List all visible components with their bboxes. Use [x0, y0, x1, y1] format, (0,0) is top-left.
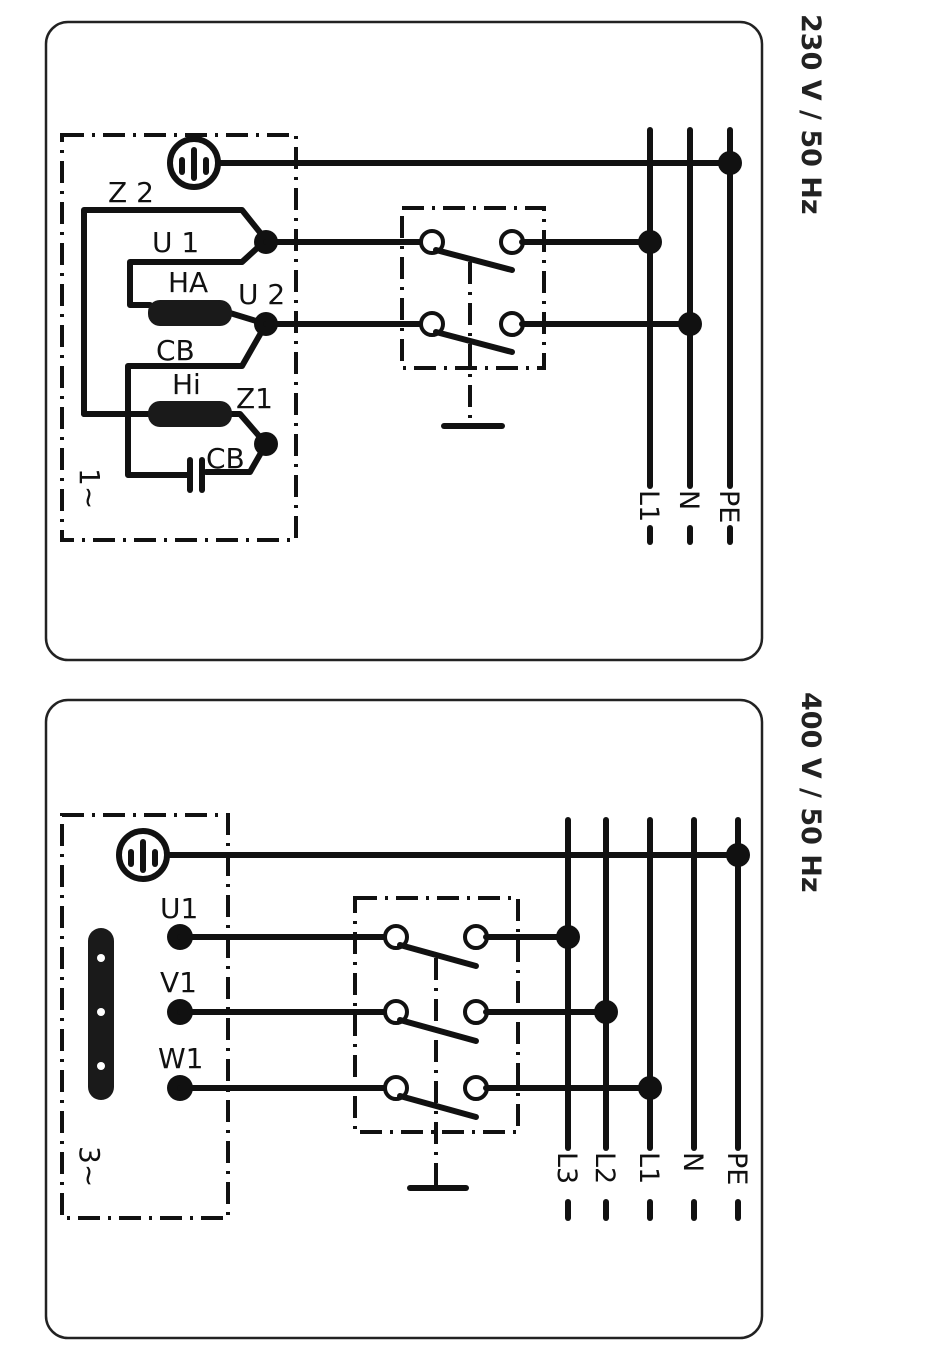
label-l2: L2 — [589, 1152, 620, 1184]
label-hi: Hi — [172, 368, 201, 401]
bridge-hole-1 — [97, 954, 105, 962]
label-u1: U 1 — [152, 226, 199, 259]
label-l1: L1 — [633, 1152, 664, 1184]
panel-three-phase: 400 V / 50 Hz U1 V1 W1 3~ — [46, 692, 826, 1338]
bridge-hole-3 — [97, 1062, 105, 1070]
label-motor-type: 1~ — [73, 468, 106, 509]
label-pe: PE — [721, 1152, 752, 1185]
label-u1: U1 — [160, 892, 198, 925]
junction-pe — [726, 843, 750, 867]
label-n: N — [673, 490, 704, 510]
label-l3: L3 — [551, 1152, 582, 1184]
label-u2: U 2 — [238, 278, 285, 311]
terminal-z1 — [254, 432, 278, 456]
junction-l1 — [638, 1076, 662, 1100]
winding-hi — [148, 401, 232, 427]
junction-l1 — [638, 230, 662, 254]
label-w1: W1 — [158, 1042, 204, 1075]
label-z1: Z1 — [236, 382, 273, 415]
junction-n — [678, 312, 702, 336]
label-cb-1: CB — [156, 334, 195, 367]
panel-title: 400 V / 50 Hz — [795, 692, 826, 893]
winding-ha — [148, 300, 232, 326]
label-ha: HA — [168, 266, 208, 299]
ground-symbol-icon — [119, 831, 167, 879]
junction-l2 — [594, 1000, 618, 1024]
label-motor-type: 3~ — [73, 1146, 106, 1187]
label-cb-2: CB — [206, 442, 245, 475]
switch-contact-icon — [355, 898, 518, 1188]
ground-symbol-icon — [170, 139, 218, 187]
label-v1: V1 — [160, 966, 197, 999]
panel-title: 230 V / 50 Hz — [795, 14, 826, 215]
label-n: N — [677, 1152, 708, 1172]
junction-pe — [718, 151, 742, 175]
bridge-hole-2 — [97, 1008, 105, 1016]
label-l1: L1 — [633, 490, 664, 522]
panel-single-phase: 230 V / 50 Hz Z 2 U 1 U 2 Z1 H — [46, 14, 826, 660]
label-pe: PE — [713, 490, 744, 523]
label-z2: Z 2 — [108, 176, 154, 209]
junction-l3 — [556, 925, 580, 949]
